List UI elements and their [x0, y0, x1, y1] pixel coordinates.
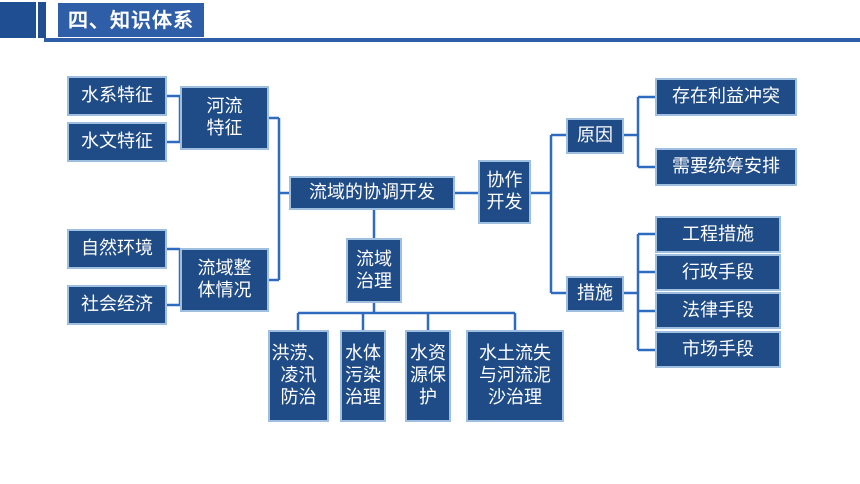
header-accent-stripe	[38, 2, 46, 38]
node-social-economy: 社会经济	[67, 285, 167, 325]
node-water-pollution: 水体 污染 治理	[340, 330, 386, 422]
node-cooperative-development: 协作 开发	[478, 160, 531, 224]
node-natural-environment: 自然环境	[67, 229, 167, 269]
node-overall-planning: 需要统筹安排	[655, 148, 797, 186]
section-title: 四、知识体系	[58, 3, 204, 37]
node-water-resource-protection: 水资 源保 护	[405, 330, 451, 422]
node-center-coordinated-development: 流域的协调开发	[289, 176, 455, 210]
node-flood-prevention: 洪涝、 凌汛 防治	[268, 330, 329, 422]
node-river-features: 河流 特征	[180, 86, 269, 150]
node-legal-means: 法律手段	[655, 292, 781, 329]
node-engineering-measures: 工程措施	[655, 216, 781, 253]
node-soil-erosion-sediment: 水土流失 与河流泥 沙治理	[466, 330, 564, 422]
node-basin-overview: 流域整 体情况	[180, 248, 269, 312]
node-interest-conflict: 存在利益冲突	[655, 78, 797, 116]
node-basin-governance: 流域 治理	[346, 238, 402, 303]
node-reasons: 原因	[566, 118, 624, 154]
node-hydrology: 水文特征	[67, 122, 167, 162]
node-administrative-means: 行政手段	[655, 254, 781, 291]
node-water-system: 水系特征	[67, 76, 167, 116]
node-measures: 措施	[566, 276, 624, 312]
node-market-means: 市场手段	[655, 331, 781, 368]
header-underline	[44, 38, 860, 42]
header-accent-block	[0, 2, 36, 38]
